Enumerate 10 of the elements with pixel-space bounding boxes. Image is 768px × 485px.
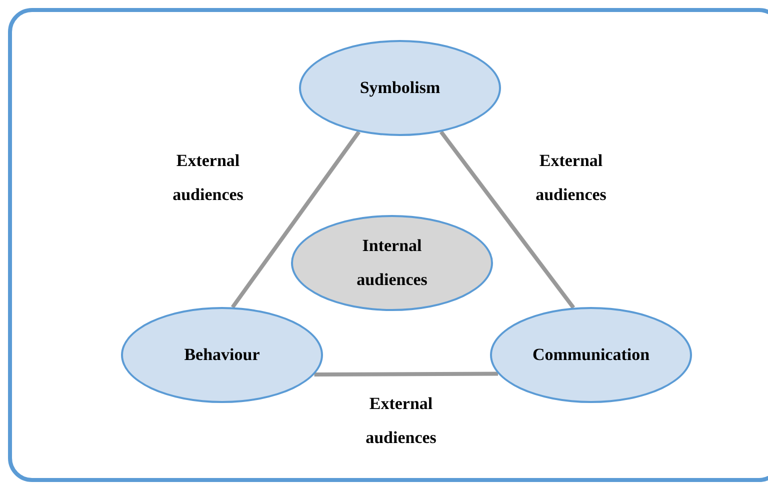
node-label: Internal audiences (356, 235, 428, 291)
node-label: Behaviour (183, 344, 261, 366)
edge-label: External audiences (534, 150, 608, 206)
edge-label: External audiences (172, 150, 244, 206)
node-label: Communication (531, 344, 651, 366)
node-label: Symbolism (358, 77, 442, 99)
connector-line (439, 130, 576, 309)
connector-line (314, 372, 498, 377)
edge-label: External audiences (364, 393, 438, 449)
connector-line (230, 130, 361, 308)
